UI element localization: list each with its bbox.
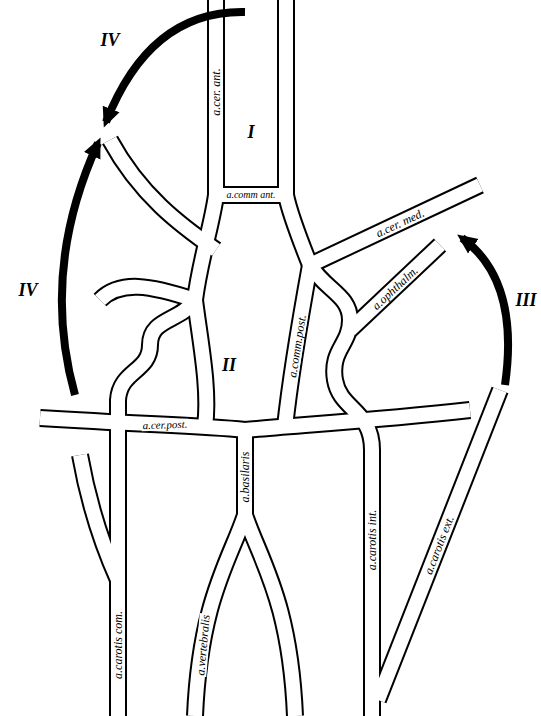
collateral-arrows — [62, 12, 508, 395]
vessel-lumen — [40, 0, 500, 716]
vessel-label: a.cer.post. — [141, 419, 188, 432]
flow-arrow — [62, 143, 98, 395]
callout-number: II — [222, 356, 236, 374]
callout-number: IV — [18, 281, 37, 299]
callout-number: IV — [100, 31, 119, 49]
callout-number: I — [247, 123, 254, 141]
vessel-label: a.carotis int. — [366, 509, 378, 572]
vessel-label: a.cer. ant. — [210, 67, 222, 116]
callout-number: III — [515, 291, 536, 309]
vessel-outline — [40, 0, 500, 716]
vessel-label: a.cer. med. — [373, 206, 427, 240]
vessel-label: a.basilaris — [239, 450, 251, 503]
vessel-label: a.ophthalm. — [369, 263, 421, 312]
vessel-label: a.comm ant. — [225, 190, 276, 200]
vessel-label: a.vertebralis — [194, 613, 211, 677]
flow-arrow — [462, 238, 508, 385]
vessel-label: a.carotis ext. — [422, 513, 457, 577]
vessel-label: a.carotis com. — [112, 610, 124, 680]
flow-arrow — [106, 12, 245, 122]
vessel-label: a.comm.post. — [286, 313, 308, 380]
